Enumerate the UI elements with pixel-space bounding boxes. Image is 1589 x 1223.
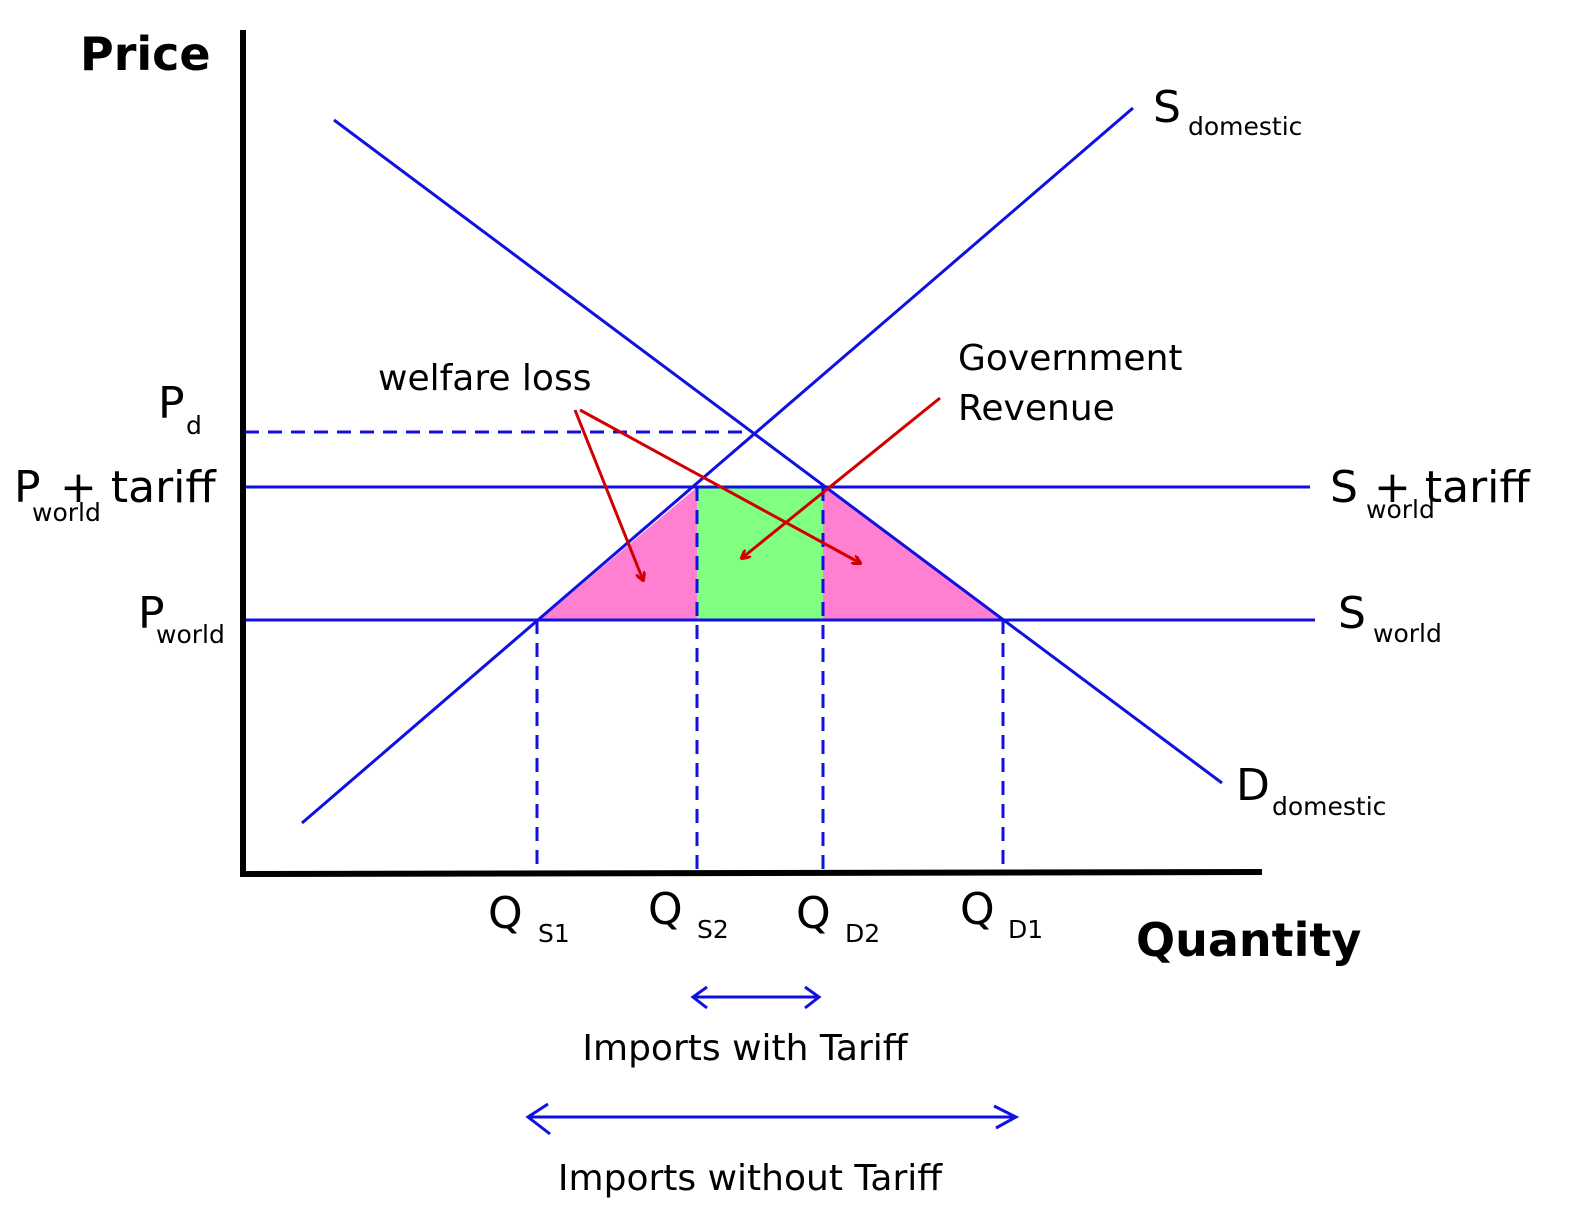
d-domestic-curve	[333, 118, 1223, 785]
pworld-label-sub: world	[156, 620, 225, 649]
qd2-label-sub: D2	[845, 919, 880, 948]
qd2-label: Q	[796, 888, 831, 939]
qd1-label-sub: D1	[1008, 915, 1043, 944]
s-world-tariff-label-sub: world	[1366, 495, 1435, 524]
qs1-label: Q	[488, 888, 523, 939]
imports-with-tariff-arrow	[690, 985, 822, 1010]
d-domestic-label-sub: domestic	[1272, 792, 1386, 821]
y-axis-title: Price	[80, 27, 211, 81]
qs1-label-sub: S1	[538, 919, 570, 948]
x-axis-title: Quantity	[1136, 913, 1361, 967]
s-world-label-sub: world	[1373, 619, 1442, 648]
pd-label-sub: d	[186, 411, 202, 440]
pd-label: P	[158, 378, 185, 429]
pworld-tariff-label-suffix: + tariff	[60, 462, 217, 513]
welfare-loss-left-area	[540, 487, 697, 620]
s-world-label: S	[1338, 588, 1366, 639]
s-world-tariff-label: S	[1330, 462, 1358, 513]
qs2-label-sub: S2	[697, 915, 729, 944]
qd1-label: Q	[960, 884, 995, 935]
qs2-label: Q	[648, 884, 683, 935]
gov-revenue-label-line1: Government	[958, 338, 1183, 379]
s-world-tariff-label-suffix: + tariff	[1374, 462, 1531, 513]
welfare-loss-label: welfare loss	[378, 358, 591, 399]
pworld-label: P	[138, 588, 165, 639]
d-domestic-label: D	[1236, 760, 1270, 811]
pworld-tariff-label: P	[14, 462, 41, 513]
x-axis	[239, 869, 1263, 877]
gov-revenue-label-line2: Revenue	[958, 388, 1115, 429]
s-domestic-curve	[301, 106, 1134, 825]
s-domestic-label: S	[1153, 82, 1181, 133]
s-domestic-label-sub: domestic	[1188, 112, 1302, 141]
pworld-tariff-label-sub: world	[32, 498, 101, 527]
welfare-loss-arrow-right	[579, 408, 860, 563]
imports-with-tariff-label: Imports with Tariff	[582, 1028, 908, 1069]
welfare-loss-arrow-left	[573, 409, 643, 580]
imports-without-tariff-label: Imports without Tariff	[558, 1158, 943, 1199]
gov-revenue-arrow	[742, 396, 941, 558]
imports-without-tariff-arrow	[525, 1102, 1020, 1136]
